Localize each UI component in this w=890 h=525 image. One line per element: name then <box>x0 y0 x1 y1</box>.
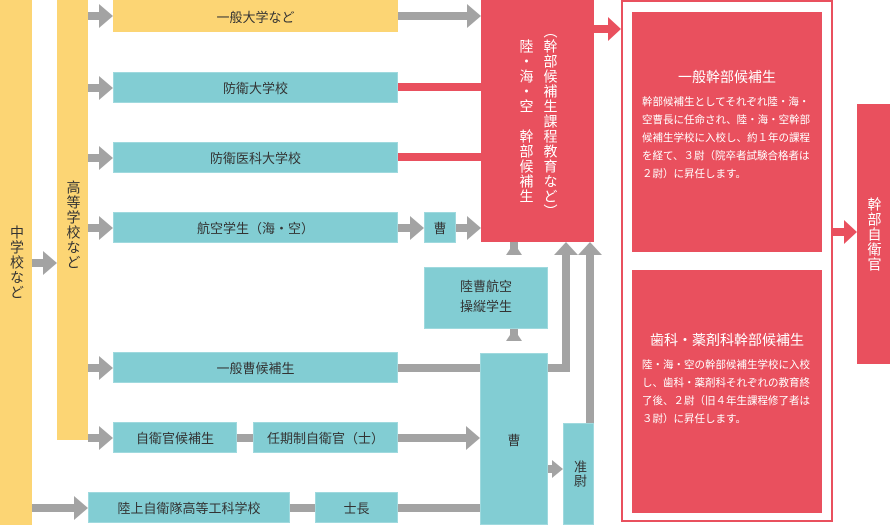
arrow-icon <box>578 242 602 255</box>
sergeant-small-box: 曹 <box>424 212 456 243</box>
fixed-term-sdf-box: 任期制自衛官（士） <box>253 422 398 453</box>
gsdf-pilot-student-box: 陸曹航空 操縦学生 <box>424 267 548 329</box>
arrow-icon <box>506 243 522 255</box>
arrow-icon <box>833 220 857 244</box>
panel-title: 一般幹部候補生 <box>678 70 776 86</box>
connector-line <box>586 255 594 423</box>
arrow-icon <box>32 496 88 520</box>
leading-private-box: 士長 <box>315 492 398 523</box>
sergeant-box: 曹 <box>480 353 548 525</box>
high-school-box: 高等学校など <box>57 0 88 440</box>
arrow-icon <box>88 356 113 380</box>
arrow-icon <box>398 4 481 28</box>
arrow-icon <box>456 216 481 240</box>
ocs-title: 陸・海・空 幹部候補生 <box>517 38 534 204</box>
junior-high-school-box: 中学校など <box>0 0 32 525</box>
connector-line <box>398 364 480 372</box>
panel-body: 陸・海・空の幹部候補生学校に入校し、歯科・薬剤科それぞれの教育終了後、２尉（旧４… <box>642 359 810 425</box>
connector-line <box>398 83 481 91</box>
panel-body: 幹部候補生としてそれぞれ陸・海・空曹長に任命され、陸・海・空幹部候補生学校に入校… <box>642 96 811 180</box>
arrow-icon <box>32 251 57 275</box>
ocs-subtitle: （幹部候補生課程教育など） <box>541 23 558 219</box>
connector-line <box>398 504 480 512</box>
arrow-icon <box>88 216 113 240</box>
aviation-student-box: 航空学生（海・空） <box>113 212 398 243</box>
candidate-types-frame <box>621 0 833 522</box>
defense-academy-box: 防衛大学校 <box>113 72 398 103</box>
arrow-icon <box>398 426 480 450</box>
arrow-icon <box>548 460 563 478</box>
dental-pharmacy-candidate-panel: 歯科・薬剤科幹部候補生 陸・海・空の幹部候補生学校に入校し、歯科・薬剤科それぞれ… <box>632 270 822 513</box>
gsdf-high-tech-school-box: 陸上自衛隊高等工科学校 <box>88 492 290 523</box>
sdf-candidate-box: 自衛官候補生 <box>113 422 237 453</box>
warrant-officer-box: 准尉 <box>563 423 594 525</box>
connector-line <box>237 434 253 442</box>
arrow-icon <box>506 329 522 341</box>
defense-medical-college-box: 防衛医科大学校 <box>113 142 398 173</box>
arrow-icon <box>554 242 578 255</box>
arrow-icon <box>88 426 113 450</box>
connector-line <box>548 364 566 372</box>
general-nco-candidate-box: 一般曹候補生 <box>113 352 398 383</box>
arrow-icon <box>594 17 621 41</box>
connector-line <box>398 153 481 161</box>
arrow-icon <box>88 146 113 170</box>
panel-title: 歯科・薬剤科幹部候補生 <box>650 333 804 349</box>
officer-candidate-school-box: 陸・海・空 幹部候補生 （幹部候補生課程教育など） <box>481 0 594 242</box>
arrow-icon <box>398 216 424 240</box>
connector-line <box>562 255 570 372</box>
connector-line <box>290 504 315 512</box>
general-officer-candidate-panel: 一般幹部候補生 幹部候補生としてそれぞれ陸・海・空曹長に任命され、陸・海・空幹部… <box>632 12 822 252</box>
arrow-icon <box>88 4 113 28</box>
arrow-icon <box>88 76 113 100</box>
general-university-box: 一般大学など <box>113 0 398 32</box>
officer-result-box: 幹部自衛官 <box>857 104 890 364</box>
